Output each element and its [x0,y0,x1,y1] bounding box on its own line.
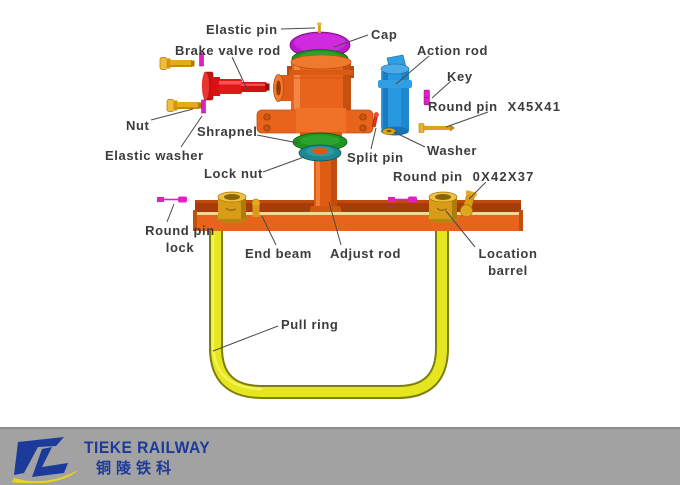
brand-name-cn: 铜陵铁科 [96,460,177,477]
label-round-pin-0x42x37-name: Round pin [393,169,463,184]
round-pin-lock-part [157,196,187,203]
nut-bolt-lower [166,99,202,112]
tieke-railway-logo-icon [12,437,78,483]
round-pin-x45x41-part [418,123,455,133]
lock-nut-part [298,144,342,162]
brand-footer-bar: TIEKE RAILWAY 铜陵铁科 [0,427,680,485]
label-action-rod: Action rod [417,43,488,58]
beam-bolt-left [251,198,261,217]
label-location-barrel-line2: barrel [488,263,528,278]
label-round-pin-lock-line2: lock [165,240,195,255]
location-barrel-left [216,191,248,223]
valve-body-part [287,54,354,113]
label-lock-nut: Lock nut [204,166,263,181]
label-key: Key [447,69,473,84]
round-pin-0x42x37-part [459,190,477,218]
label-nut: Nut [126,118,150,133]
label-round-pin-x45x41-size: X45X41 [507,99,562,114]
label-round-pin-0x42x37: Round pin 0X42X37 [393,168,535,185]
label-location-barrel-line1: Location [478,246,538,261]
label-end-beam: End beam [245,246,312,261]
label-round-pin-x45x41-name: Round pin [428,99,498,114]
label-elastic-washer: Elastic washer [105,148,204,163]
label-shrapnel: Shrapnel [197,124,258,139]
label-adjust-rod: Adjust rod [330,246,401,261]
label-elastic-pin: Elastic pin [206,22,278,37]
key-part [423,89,430,106]
leader-lines [150,27,489,352]
label-round-pin-lock-line1: Round pin [145,223,215,238]
label-round-pin-0x42x37-size: 0X42X37 [472,169,535,184]
label-brake-valve-rod: Brake valve rod [175,43,281,58]
pull-ring-part [209,213,449,399]
location-barrel-right [427,191,459,223]
valve-flange-plate [256,108,374,142]
action-rod-part [378,54,412,136]
washer-part [382,128,396,136]
label-split-pin: Split pin [347,150,404,165]
elastic-washer-pin-lower [201,99,206,114]
elastic-washer-pin-upper [199,52,204,67]
label-washer: Washer [427,143,478,158]
label-round-pin-lock: Round pin lock [130,222,230,256]
round-pin-beam-right-part [388,196,417,203]
label-pull-ring: Pull ring [281,317,339,332]
elastic-pin-part [317,22,322,33]
adjust-rod-part [309,157,342,213]
label-cap: Cap [371,27,398,42]
label-location-barrel: Location barrel [458,245,558,279]
label-round-pin-x45x41: Round pin X45X41 [428,98,561,115]
split-pin-part [372,112,379,128]
brand-name-en: TIEKE RAILWAY [84,438,211,457]
nut-bolt-upper [159,57,195,70]
brake-valve-rod-part [201,71,270,101]
exploded-parts-diagram [150,22,523,399]
valve-side-boss [273,74,293,102]
